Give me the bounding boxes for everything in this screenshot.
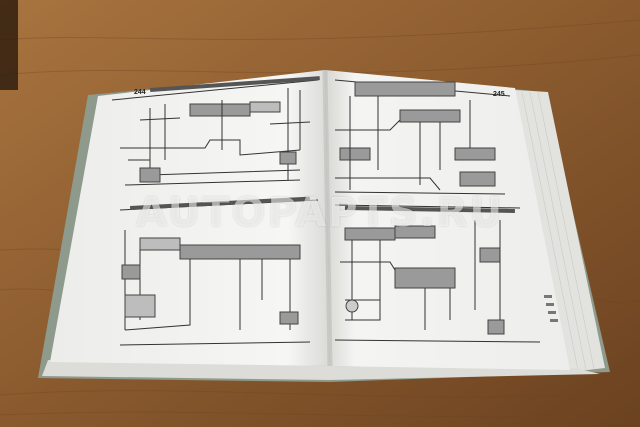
bottom-page-stack	[42, 360, 600, 380]
right-page-stack	[515, 90, 605, 372]
right-top-wiring-diagram	[334, 79, 511, 195]
right-page	[325, 70, 570, 370]
right-bottom-wiring-diagram	[334, 204, 541, 343]
left-bottom-wiring-diagram	[119, 199, 319, 346]
index-tab-marks	[544, 295, 558, 322]
left-mid-heading-bar	[130, 196, 310, 210]
gutter-shadow	[322, 69, 333, 367]
left-page-number: 244	[134, 89, 146, 96]
right-page-number: 245	[493, 91, 505, 98]
page-stack-lines	[521, 91, 595, 371]
left-top-heading-bar	[150, 76, 320, 92]
left-top-wiring-diagram	[111, 79, 319, 186]
right-mid-heading-bar	[344, 206, 515, 213]
left-page	[50, 70, 330, 366]
dark-corner	[0, 0, 18, 90]
